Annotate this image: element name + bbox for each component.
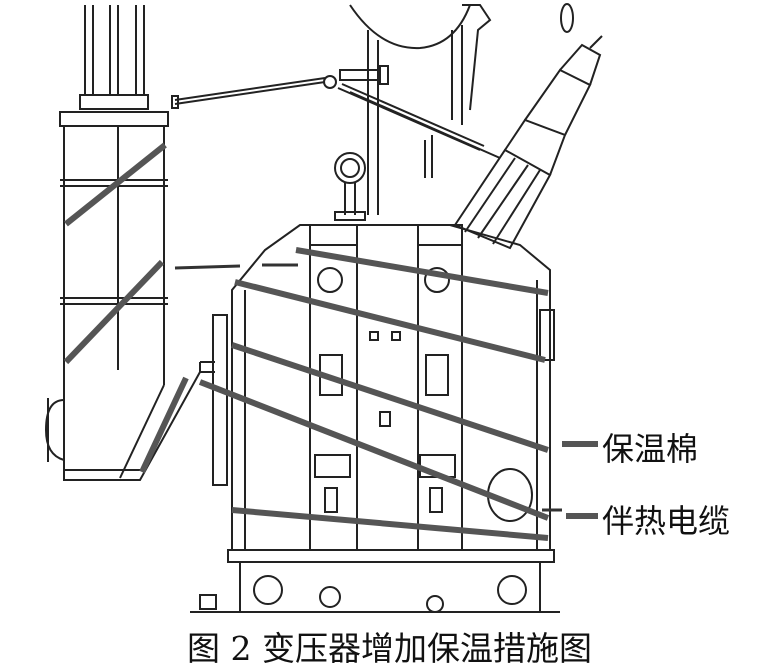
hv-bushing (453, 35, 603, 250)
cooling-duct (44, 111, 215, 481)
vertical-pipe (79, 5, 149, 110)
insulation-bands (63, 142, 598, 541)
heating-cable-leads (174, 263, 562, 512)
legend-heating-cable-label: 伴热电缆 (602, 502, 731, 540)
conservator-support (171, 3, 574, 221)
figure-caption: 图 2 变压器增加保温措施图 (187, 629, 592, 668)
legend-insulation-label: 保温棉 (602, 430, 699, 468)
